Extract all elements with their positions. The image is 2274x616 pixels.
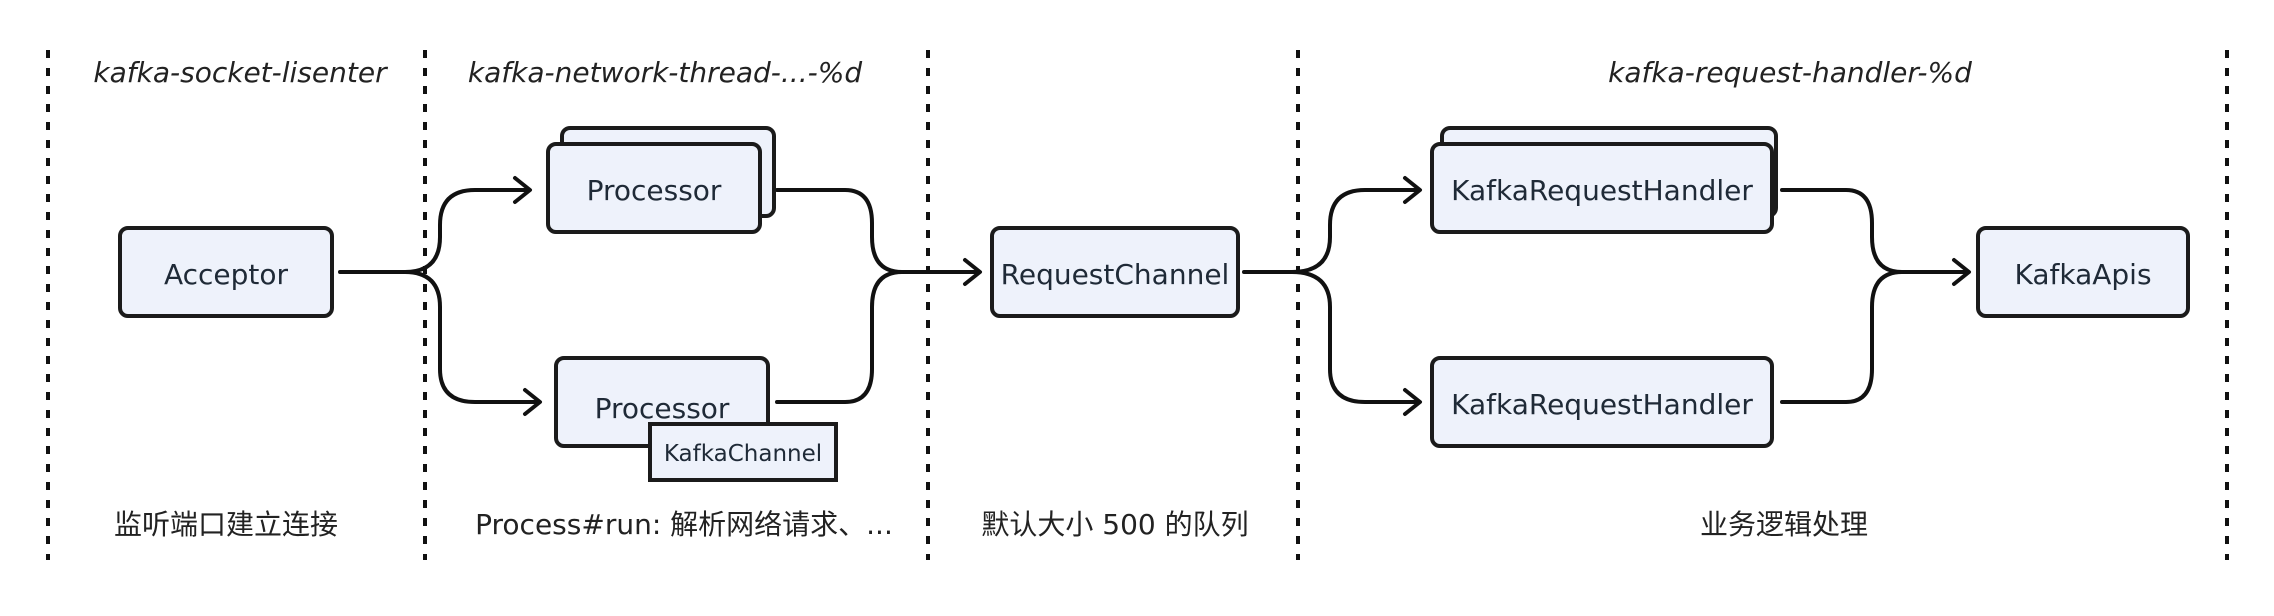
acceptor-label: Acceptor: [164, 258, 289, 291]
node-handler-bottom: KafkaRequestHandler: [1430, 356, 1774, 448]
lane-titles: kafka-socket-lisenter kafka-network-thre…: [93, 56, 1972, 89]
processor-top-box: [546, 142, 762, 234]
lane-title-network: kafka-network-thread-...-%d: [468, 56, 862, 89]
edge-processor-top-to-channel: [775, 188, 980, 274]
kafka-apis-box: [1976, 226, 2190, 318]
node-kafka-apis: KafkaApis: [1976, 226, 2190, 318]
arrowhead-processor-bottom: [523, 388, 542, 416]
node-acceptor: Acceptor: [118, 226, 334, 318]
request-channel-box: [990, 226, 1240, 318]
processor-top-label: Processor: [587, 174, 722, 207]
kafka-channel-box: [648, 422, 838, 482]
arrowhead-handler-bottom: [1403, 388, 1422, 416]
lane-description-network: Process#run: 解析网络请求、...: [475, 508, 893, 541]
arrowhead-kafka-apis: [1952, 258, 1971, 286]
node-processor-top: Processor: [546, 126, 776, 234]
arrowhead-request-channel: [963, 258, 982, 286]
lane-description-listener: 监听端口建立连接: [114, 508, 338, 541]
acceptor-box: [118, 226, 334, 318]
node-request-channel: RequestChannel: [990, 226, 1240, 318]
node-kafka-channel: KafkaChannel: [648, 422, 838, 482]
lane-title-listener: kafka-socket-lisenter: [93, 56, 388, 89]
edge-handler-bottom-to-apis: [1780, 270, 1904, 404]
lane-descriptions: 监听端口建立连接 Process#run: 解析网络请求、... 默认大小 50…: [114, 508, 1868, 541]
kafka-apis-label: KafkaApis: [2014, 258, 2151, 291]
edge-acceptor-to-processor-bottom: [403, 270, 540, 404]
handler-bottom-label: KafkaRequestHandler: [1451, 388, 1753, 421]
edge-acceptor-to-processor-top: [338, 188, 530, 274]
edge-channel-to-handler-bottom: [1290, 270, 1420, 404]
lane-dividers: [46, 50, 2229, 560]
lane-description-handler: 业务逻辑处理: [1700, 508, 1868, 541]
processor-bottom-label: Processor: [595, 392, 730, 425]
handler-bottom-box: [1430, 356, 1774, 448]
edge-channel-to-handler-top: [1242, 188, 1420, 274]
connection-lines: [338, 176, 1971, 416]
edge-processor-bottom-to-channel: [775, 270, 904, 404]
request-channel-label: RequestChannel: [1001, 258, 1230, 291]
node-handler-top: KafkaRequestHandler: [1430, 126, 1778, 234]
arrowhead-processor-top: [513, 176, 532, 204]
handler-top-label: KafkaRequestHandler: [1451, 174, 1753, 207]
arrowhead-handler-top: [1403, 176, 1422, 204]
kafka-channel-label: KafkaChannel: [664, 441, 822, 467]
lane-description-channel: 默认大小 500 的队列: [981, 508, 1248, 541]
edge-handler-top-to-apis: [1780, 188, 1969, 274]
handler-top-box: [1430, 142, 1774, 234]
lane-title-handler: kafka-request-handler-%d: [1608, 56, 1972, 89]
